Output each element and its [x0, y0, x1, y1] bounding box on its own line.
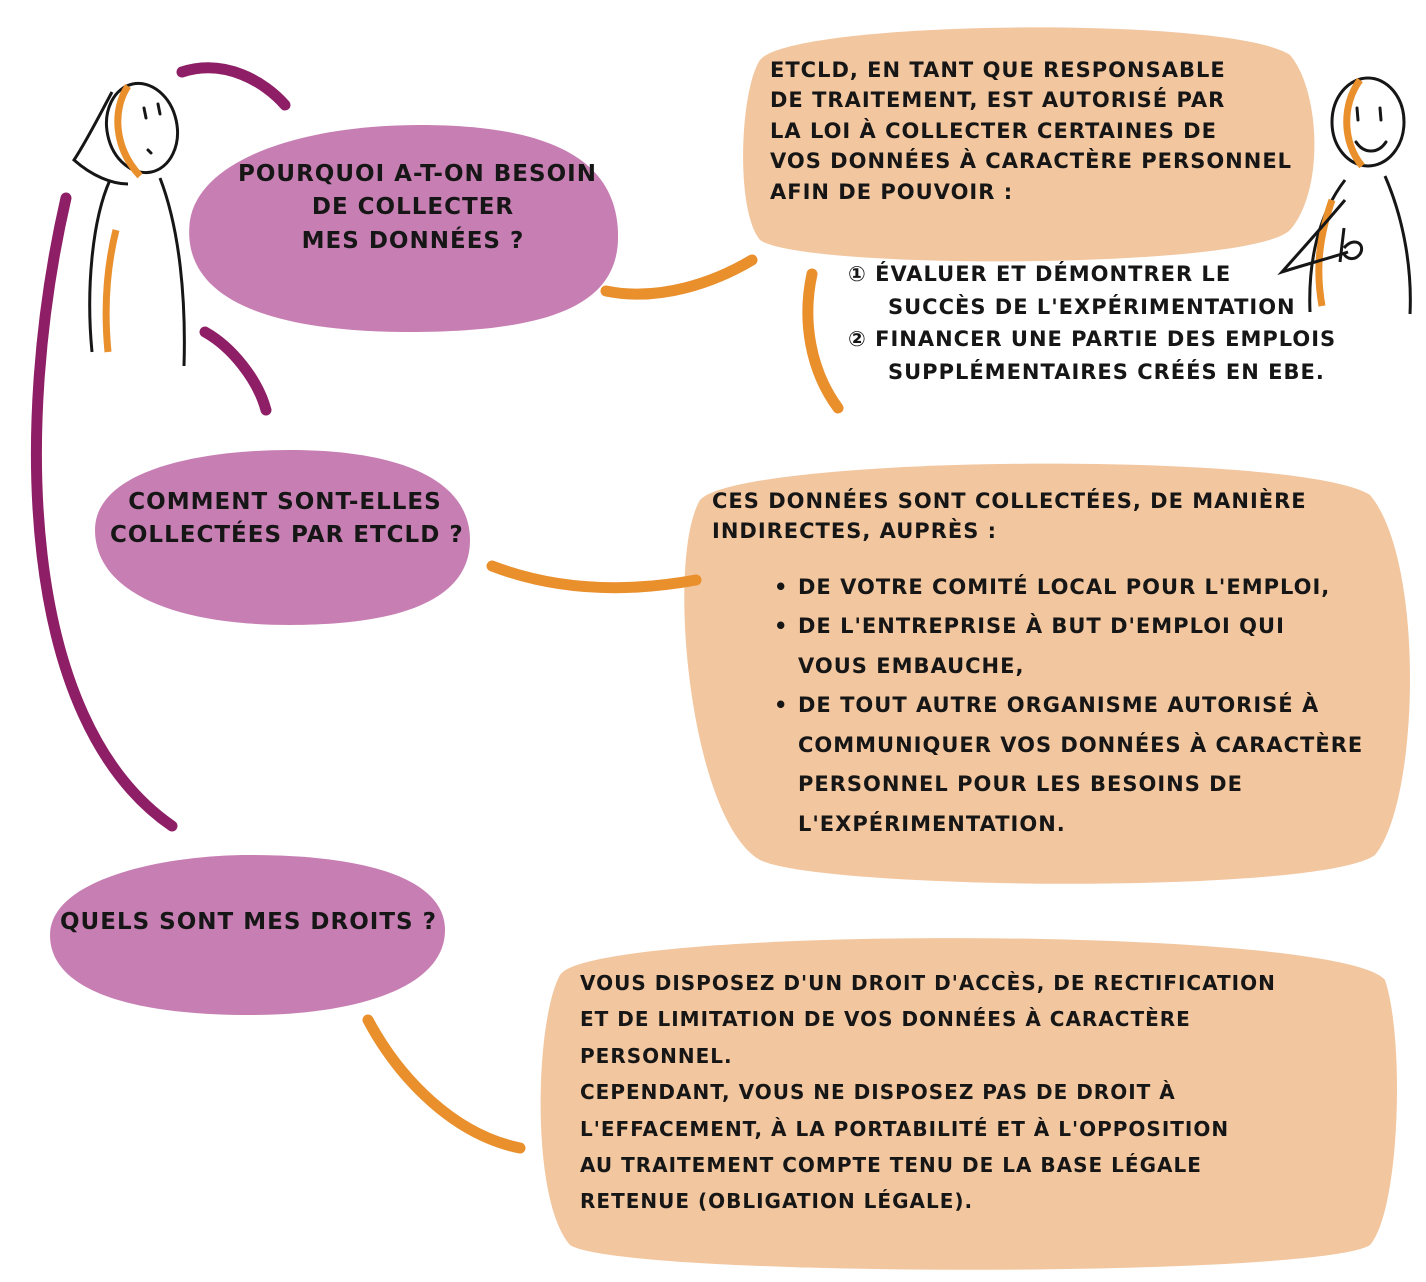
answer-2-line: Ces données sont collectées, de manière — [712, 489, 1307, 513]
item-2-number: ② — [848, 327, 867, 352]
answer-3-line: retenue (obligation légale). — [580, 1189, 974, 1214]
character-left — [72, 81, 186, 367]
question-1-line: de collecter — [311, 194, 515, 221]
answer-1-line: vos données à caractère personnel — [770, 149, 1293, 174]
answer-3-line: Vous disposez d'un droit d'accès, de rec… — [580, 971, 1276, 995]
item-2-text: financer une partie des emplois — [875, 327, 1337, 352]
magenta-arc-mid — [199, 326, 272, 416]
answer-2-list: de votre comité local pour l'emploi, de … — [774, 568, 1364, 844]
answer-1-line: ETCLD, en tant que responsable — [770, 58, 1226, 82]
connector-2 — [486, 560, 702, 594]
answer-1-line: de traitement, est autorisé par — [770, 88, 1226, 113]
magenta-arc-top — [176, 62, 291, 111]
answer-1-line: afin de pouvoir : — [770, 179, 1014, 204]
item-1-text: évaluer et démontrer le — [875, 262, 1232, 286]
question-2: Comment sont-elles collectées par ETCLD … — [110, 486, 464, 553]
answer-2-bullet-3-cont: personnel pour les besoins de — [798, 772, 1243, 797]
connector-1 — [600, 254, 758, 300]
question-bubble-3 — [50, 855, 445, 1015]
question-2-line: Comment sont-elles — [128, 489, 442, 515]
answer-2-bullet-3-cont: communiquer vos données à caractère — [798, 732, 1364, 757]
answer-bubble-3 — [540, 938, 1397, 1270]
answer-1-list: ① évaluer et démontrer le succès de l'ex… — [848, 258, 1336, 388]
answer-3-line: l'effacement, à la portabilité et à l'op… — [580, 1116, 1230, 1141]
answer-1-item-1-cont: succès de l'expérimentation — [888, 294, 1296, 319]
answer-bubble-1 — [743, 27, 1315, 262]
answer-2-bullet-1: de votre comité local pour l'emploi, — [774, 568, 1363, 608]
question-bubble-1 — [189, 125, 619, 332]
answer-1-item-2-cont: supplémentaires créés en EBE. — [888, 359, 1325, 384]
connector-3 — [362, 1014, 526, 1154]
answer-2-line: indirectes, auprès : — [712, 519, 998, 544]
answer-1-item-2: ② financer une partie des emplois — [848, 323, 1336, 356]
question-1-line: mes données ? — [301, 227, 525, 254]
question-1: Pourquoi a-t-on besoin de collecter mes … — [238, 158, 597, 258]
question-2-line: collectées par ETCLD ? — [110, 522, 464, 549]
answer-2-bullet-2-cont: vous embauche, — [798, 653, 1025, 678]
answer-2: Ces données sont collectées, de manière … — [712, 486, 1307, 547]
answer-3: Vous disposez d'un droit d'accès, de rec… — [580, 965, 1276, 1220]
question-3-text: Quels sont mes droits ? — [60, 909, 437, 935]
answer-3-line: et de limitation de vos données à caract… — [580, 1007, 1191, 1032]
answer-2-bullet-2: de l'entreprise à but d'emploi qui — [774, 607, 1363, 647]
question-3: Quels sont mes droits ? — [60, 906, 437, 939]
question-1-line: Pourquoi a-t-on besoin — [238, 161, 597, 187]
answer-2-bullet-3: de tout autre organisme autorisé à — [774, 686, 1363, 726]
character-right — [1277, 76, 1412, 315]
answer-3-line: Cependant, vous ne disposez pas de droit… — [580, 1080, 1176, 1105]
question-bubble-2 — [95, 450, 470, 625]
item-1-number: ① — [848, 262, 867, 286]
answer-3-line: au traitement compte tenu de la base lég… — [580, 1152, 1202, 1177]
answer-2-bullet-3-cont: l'expérimentation. — [798, 811, 1066, 836]
magenta-long-arc — [30, 192, 178, 832]
answer-1-line: la loi à collecter certaines de — [770, 118, 1217, 143]
answer-1-item-1: ① évaluer et démontrer le — [848, 258, 1336, 291]
answer-3-line: personnel. — [580, 1043, 733, 1068]
answer-1: ETCLD, en tant que responsable de traite… — [770, 55, 1292, 207]
connector-1-bracket — [802, 268, 844, 414]
